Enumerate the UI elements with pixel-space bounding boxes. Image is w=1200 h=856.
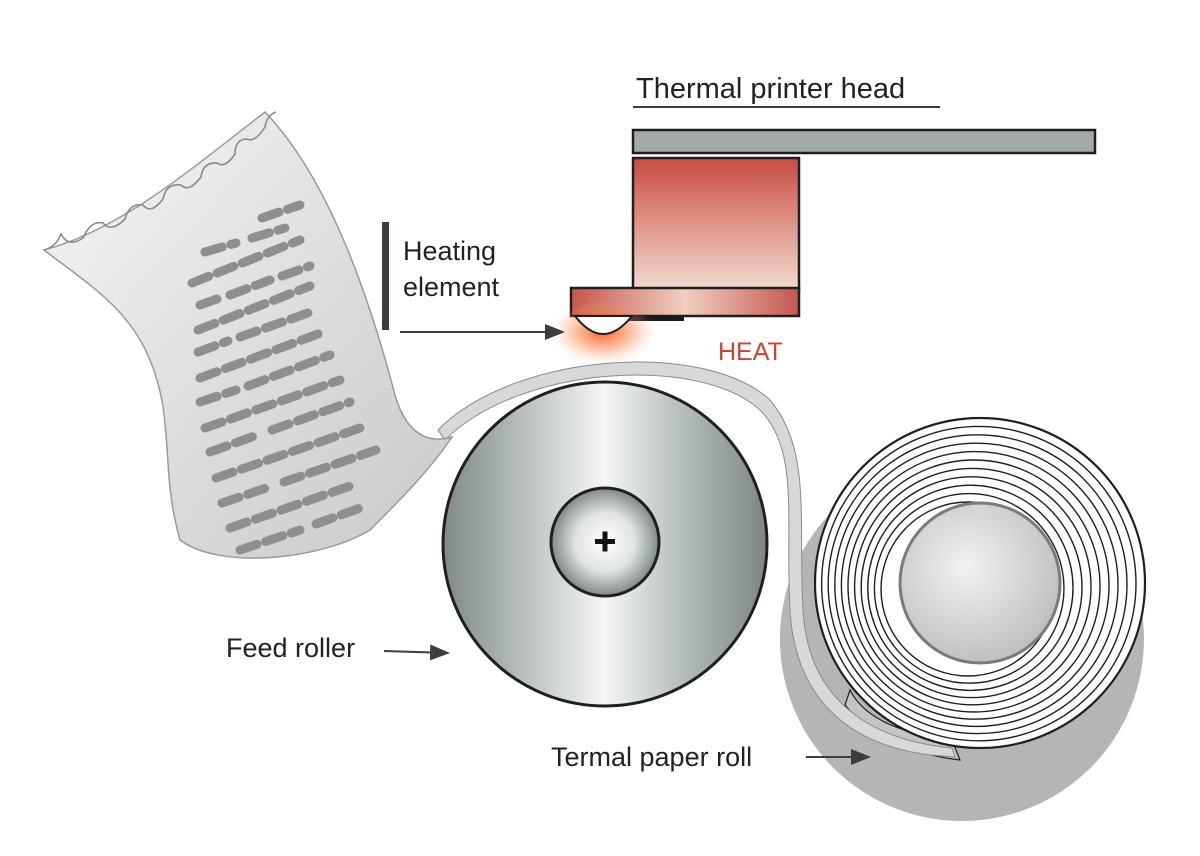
paper-roll [779,416,1147,821]
print-line [225,481,355,533]
print-line [193,336,233,357]
printer-head-bar [631,128,1097,155]
print-line [279,445,381,487]
thermal-printer-head [551,106,1097,364]
print-line [200,238,241,257]
paper-roll-ring [834,442,1119,728]
paper-roll-ring [827,434,1128,735]
paper-path-to-roll [437,361,956,758]
paper-roll-ring [867,484,1074,692]
print-line [205,429,265,457]
heat-label: HEAT [718,338,783,366]
feed-roller [441,380,769,708]
print-line [235,525,305,555]
print-line [193,281,315,335]
print-lines [187,200,381,555]
print-line [195,293,225,310]
paper-roll-ring [873,492,1065,684]
printer-head-label: Thermal printer head [636,73,905,105]
print-line [243,350,335,391]
paper-roll-core [898,501,1062,665]
print-line [211,423,365,483]
print-line [277,261,315,281]
print-line [311,503,365,529]
print-line [235,308,313,342]
paper-roll-ring [860,476,1083,699]
feed-roller-arrow [383,644,450,661]
print-line [200,375,345,433]
printed-paper [42,110,454,559]
printer-head-block [631,156,801,292]
arrow-icon [383,644,871,765]
heating-element-label-line2: element [403,272,500,302]
print-line [267,397,355,435]
heating-label-bar [382,222,389,330]
heating-element-label-line1: Heating [403,236,496,266]
paper-roll-ring [820,425,1137,742]
print-line [195,385,241,407]
print-line [225,275,275,300]
plus-icon [595,531,615,552]
print-line [187,235,305,288]
print-line [217,481,277,508]
tear-edge [43,111,277,251]
paper-roll-ring [847,459,1101,713]
print-line [247,223,290,243]
print-line [195,329,323,383]
print-line [257,200,305,223]
feed-roller-label: Feed roller [226,633,355,663]
heating-element [572,315,635,335]
paper-roll-ring [853,467,1092,706]
paper-roll-ring [840,450,1110,720]
paper-roll-label: Termal paper roll [551,742,752,772]
